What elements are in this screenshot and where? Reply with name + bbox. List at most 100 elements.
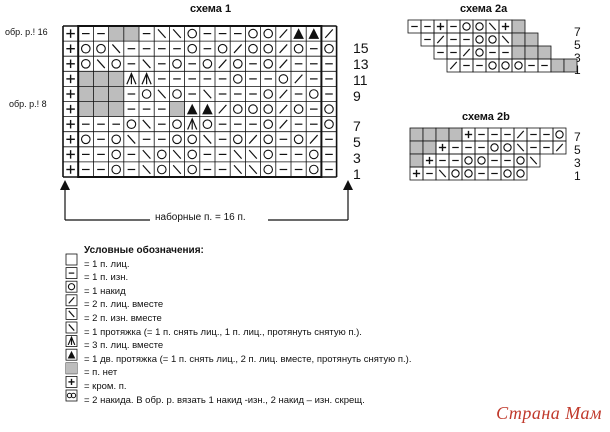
- ssk-symbol: [142, 119, 151, 129]
- yarn-over-symbol: [187, 28, 198, 39]
- row-number-13: 13: [353, 56, 369, 72]
- ssk-symbol: [438, 169, 447, 178]
- legend-item-double-yo: = 2 накида. В обр. р. вязать 1 накид -из…: [84, 394, 365, 406]
- ssk-symbol: [142, 164, 151, 175]
- legend-item-no-stitch: = п. нет: [84, 367, 118, 379]
- row-number-2b-7: 7: [574, 130, 581, 144]
- yarn-over-symbol: [187, 164, 198, 175]
- chart-cell: [472, 19, 487, 34]
- yarn-over-symbol: [202, 58, 213, 69]
- k2tog-symbol: [279, 104, 288, 114]
- yarn-over-symbol: [263, 149, 274, 160]
- ssk-symbol: [68, 324, 75, 331]
- legend-symbol-box: [65, 280, 78, 293]
- legend-item-edge-stitch: = кром. п.: [84, 380, 127, 392]
- chart-cell: [552, 140, 567, 155]
- k2tog-symbol: [279, 119, 288, 129]
- yarn-over-symbol: [308, 164, 319, 175]
- ssk-symbol: [203, 89, 212, 99]
- ssk-symbol: [127, 134, 136, 144]
- chart-cell: [513, 166, 528, 181]
- scheme1-grid: [62, 25, 338, 178]
- yarn-over-symbol: [263, 119, 274, 130]
- yarn-over-symbol: [263, 43, 274, 54]
- no-stitch-cell: [78, 86, 94, 102]
- yarn-over-symbol: [451, 169, 460, 178]
- chart-cell: [485, 58, 500, 73]
- row-number-2a-5: 5: [574, 38, 581, 52]
- no-stitch-cell: [436, 128, 449, 141]
- yarn-over-symbol: [263, 104, 274, 114]
- repeat-arrows: [60, 180, 353, 221]
- no-stitch-cell: [423, 128, 436, 141]
- double-decrease-symbol: [293, 28, 304, 39]
- row-number-2b-3: 3: [574, 156, 581, 170]
- yarn-over-symbol: [111, 164, 122, 175]
- yarn-over-symbol: [263, 134, 274, 145]
- yarn-over-symbol: [96, 43, 106, 54]
- double-decrease-symbol: [308, 28, 320, 39]
- yarn-over-symbol: [232, 134, 243, 145]
- scheme2b-title: схема 2b: [462, 111, 510, 123]
- no-stitch-cell: [564, 59, 577, 72]
- ssk-symbol: [516, 143, 525, 152]
- no-stitch-cell: [551, 59, 564, 72]
- no-stitch-cell: [538, 46, 551, 59]
- k2tog-symbol: [279, 28, 288, 39]
- yarn-over-symbol: [232, 58, 243, 69]
- legend-item-yarn-over: = 1 накид: [84, 285, 126, 297]
- ssk-symbol: [96, 59, 106, 69]
- yarn-over-symbol: [308, 89, 319, 99]
- yarn-over-symbol: [324, 119, 334, 130]
- yarn-over-symbol: [278, 74, 289, 84]
- cast-on-caption: наборные п. = 16 п.: [155, 212, 246, 223]
- ssk-symbol: [233, 149, 243, 160]
- yarn-over-symbol: [263, 58, 274, 69]
- legend-symbols: [65, 253, 78, 402]
- chart-cell: [513, 153, 528, 168]
- chart-cell: [526, 153, 541, 168]
- no-stitch-cell: [93, 101, 109, 117]
- yarn-over-symbol: [464, 169, 473, 178]
- row-number-1: 1: [353, 166, 361, 182]
- no-stitch-cell: [93, 86, 109, 102]
- no-stitch-cell: [525, 33, 538, 46]
- k2tog-symbol: [248, 134, 258, 144]
- no-stitch-cell: [78, 71, 94, 87]
- chart-cell: [472, 32, 487, 47]
- legend-item-ssk: = 1 протяжка (= 1 п. снять лиц., 1 п. ли…: [84, 326, 362, 338]
- yarn-over-symbol: [503, 169, 512, 178]
- scheme2b-grid: [409, 127, 567, 181]
- no-stitch-cell: [108, 26, 124, 42]
- ssk-symbol: [172, 149, 182, 160]
- chart-cell: [500, 166, 515, 181]
- yarn-over-symbol: [263, 89, 274, 99]
- yarn-over-symbol: [324, 43, 334, 54]
- ssk-symbol: [529, 156, 538, 165]
- k2tog-symbol: [279, 89, 288, 99]
- yarn-over-symbol: [248, 28, 258, 39]
- ssk-symbol: [68, 310, 75, 318]
- k2tog-symbol: [462, 48, 471, 57]
- k2tog-symbol: [279, 44, 288, 54]
- yarn-over-symbol: [516, 156, 525, 165]
- yarn-over-symbol: [111, 58, 122, 69]
- yarn-over-symbol: [232, 74, 243, 84]
- k2tog-symbol: [68, 296, 75, 304]
- legend-item-knit: = 1 п. лиц.: [84, 258, 130, 270]
- no-stitch-cell: [512, 20, 525, 33]
- row-number-15: 15: [353, 40, 369, 56]
- k2tog-symbol: [309, 134, 319, 144]
- yarn-over-symbol: [490, 143, 499, 152]
- k2tog-symbol: [233, 44, 243, 54]
- double-yo-symbol: [70, 392, 77, 399]
- legend-item-k2tog: = 2 п. лиц. вместе: [84, 299, 164, 311]
- yarn-over-symbol: [263, 28, 274, 39]
- ssk-symbol: [233, 164, 243, 175]
- row-number-3: 3: [353, 150, 361, 166]
- no-stitch-cell: [525, 46, 538, 59]
- ssk-symbol: [111, 44, 121, 54]
- ssk-symbol: [172, 28, 182, 39]
- ssk-symbol: [142, 59, 151, 69]
- chart-cell: [500, 140, 515, 155]
